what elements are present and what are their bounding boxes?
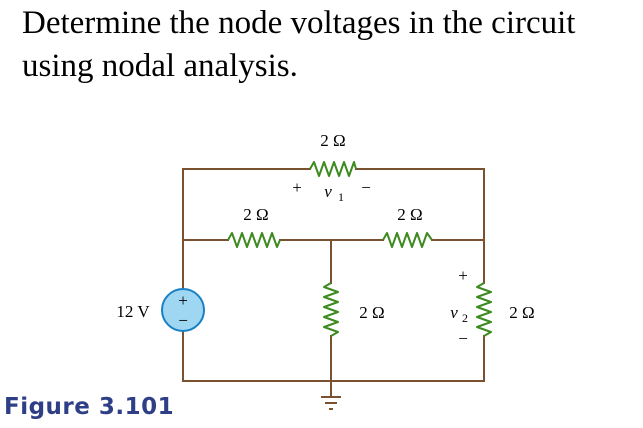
figure-caption: Figure 3.101 <box>4 394 175 420</box>
wires <box>182 168 485 397</box>
source-minus-sign: − <box>178 311 188 330</box>
v2-label: v <box>450 303 458 322</box>
problem-statement: Determine the node voltages in the circu… <box>22 2 643 88</box>
center-resistor-label: 2 Ω <box>359 303 384 322</box>
v2-minus-sign: − <box>458 329 468 348</box>
v1-label: v <box>324 182 332 201</box>
resistor-mid-right <box>382 232 433 248</box>
resistor-mid-left <box>227 232 281 248</box>
source-voltage-label: 12 V <box>116 302 150 321</box>
voltage-source: + − <box>161 288 205 332</box>
source-plus-sign: + <box>178 291 188 310</box>
top-resistor-label: 2 Ω <box>320 131 345 150</box>
mid-right-resistor-label: 2 Ω <box>397 205 422 224</box>
right-resistor-label: 2 Ω <box>509 303 534 322</box>
problem-line-1: Determine the node voltages in the circu… <box>22 5 576 41</box>
v2-plus-sign: + <box>458 266 468 285</box>
mid-left-resistor-label: 2 Ω <box>243 205 268 224</box>
ground-icon <box>321 396 341 410</box>
v2-subscript: 2 <box>462 311 468 325</box>
v1-minus-sign: − <box>361 178 371 197</box>
problem-line-2: using nodal analysis. <box>22 48 298 84</box>
resistor-right-vertical <box>476 282 492 337</box>
v1-subscript: 1 <box>338 190 344 204</box>
v1-plus-sign: + <box>292 178 302 197</box>
resistor-center-vertical <box>323 282 339 337</box>
resistor-top <box>309 161 357 177</box>
